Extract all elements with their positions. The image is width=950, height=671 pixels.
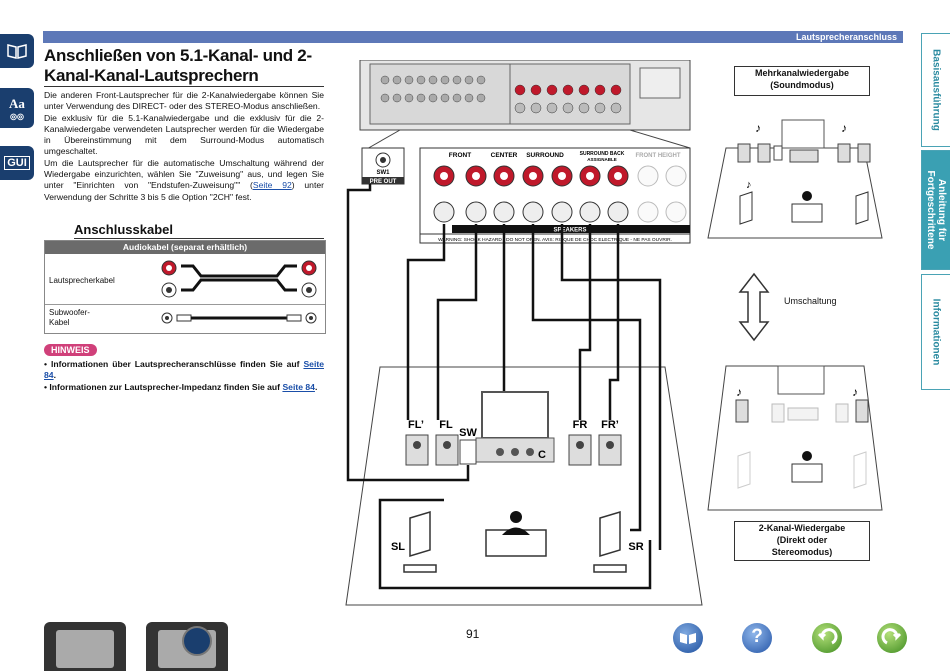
paragraph-1: Die anderen Front-Lautsprecher für die 2… [44,90,324,112]
speaker-cable-icon [161,260,317,298]
forward-button[interactable] [877,623,907,653]
fl-label: FL [439,419,453,431]
speaker-cable-label: Lautsprecherkabel [49,276,115,285]
intro-text: Die anderen Front-Lautsprecher für die 2… [44,90,324,203]
tab-informationen[interactable]: Informationen [921,274,950,390]
hinweis-badge: HINWEIS [44,344,97,356]
subwoofer-cable-icon [161,312,317,324]
c-label: C [538,449,546,461]
svg-text:♪: ♪ [736,385,742,399]
switch-arrow-icon [738,272,770,342]
front-label: FRONT [449,152,471,159]
center-label: CENTER [491,152,518,159]
book-nav-tab[interactable] [0,34,34,68]
svg-text:♪: ♪ [852,385,858,399]
gui-tab[interactable]: GUI [0,146,34,180]
cables-heading: Anschlusskabel [74,222,173,237]
title-rule [44,86,324,87]
page-link-84-b[interactable]: Seite 84 [282,382,315,392]
help-button[interactable]: ? [742,623,772,653]
two-channel-room-diagram: ♪♪ [707,365,883,511]
tab-basisausfuehrung[interactable]: Basisausführung [921,33,950,147]
contents-button[interactable] [673,623,703,653]
svg-text:♪: ♪ [841,121,847,135]
book-icon [7,44,27,59]
page-number: 91 [466,627,480,641]
page-title: Anschließen von 5.1-Kanal- und 2-Kanal-K… [44,46,312,85]
book-icon [680,633,696,644]
svg-text:ASSIGNABLE: ASSIGNABLE [587,157,617,162]
sr-label: SR [628,541,643,553]
forward-icon [881,628,902,645]
back-button[interactable] [812,623,842,653]
cable-table: Audiokabel (separat erhältlich) Lautspre… [44,240,326,334]
paragraph-2: Die exklusiv für die 5.1-Kanalwiedergabe… [44,112,324,157]
note-1: • Informationen über Lautsprecheranschlü… [44,359,324,381]
sl-label: SL [391,541,405,553]
fr-label: FR [573,419,588,431]
page-link-92[interactable]: Seite 92 [252,180,292,191]
pre-out-label: PRE OUT [370,179,397,185]
page-link-84[interactable]: Seite 84 [44,359,324,381]
fr2-label: FR’ [601,419,619,431]
front-height-label: FRONT HEIGHT [636,153,681,159]
switch-label: Umschaltung [784,296,837,306]
help-icon: ? [751,626,763,647]
sw1-label: SW1 [376,170,390,176]
surround-back-label: SURROUND BACK [580,151,625,157]
svg-text:♪: ♪ [755,121,761,135]
fl2-label: FL’ [408,419,424,431]
back-icon [817,628,838,645]
note-2: • Informationen zur Lautsprecher-Impedan… [44,382,318,392]
text-size-tab[interactable]: Aa ◎◎ [0,88,34,128]
speakers-label: SPEAKERS [553,228,586,234]
multichannel-room-diagram: ♪ ♪ ♪ [707,119,883,239]
receiver-thumbnail[interactable] [44,622,126,671]
connection-diagram: SW1 PRE OUT FRONT CENTER SURROUND SURROU… [345,60,703,606]
svg-text:♪: ♪ [746,179,752,191]
subwoofer-cable-label: Subwoofer-Kabel [49,308,90,327]
section-title: Lautsprecheranschluss [795,32,897,42]
surround-label: SURROUND [526,152,564,159]
warning-label: WARNING: SHOCK HAZARD - DO NOT OPEN. AVI… [438,237,672,243]
cable-table-header: Audiokabel (separat erhältlich) [45,241,325,254]
sw-label: SW [459,427,477,439]
gui-icon: GUI [4,156,30,170]
paragraph-3: Um die Lautsprecher für die automatische… [44,157,324,202]
text-size-icon: Aa [9,95,25,111]
cables-heading-rule [74,238,324,239]
remote-thumbnail[interactable] [146,622,228,671]
multichannel-mode-title: Mehrkanalwiedergabe(Soundmodus) [734,66,870,96]
section-header-bar: Lautsprecheranschluss [43,31,903,43]
